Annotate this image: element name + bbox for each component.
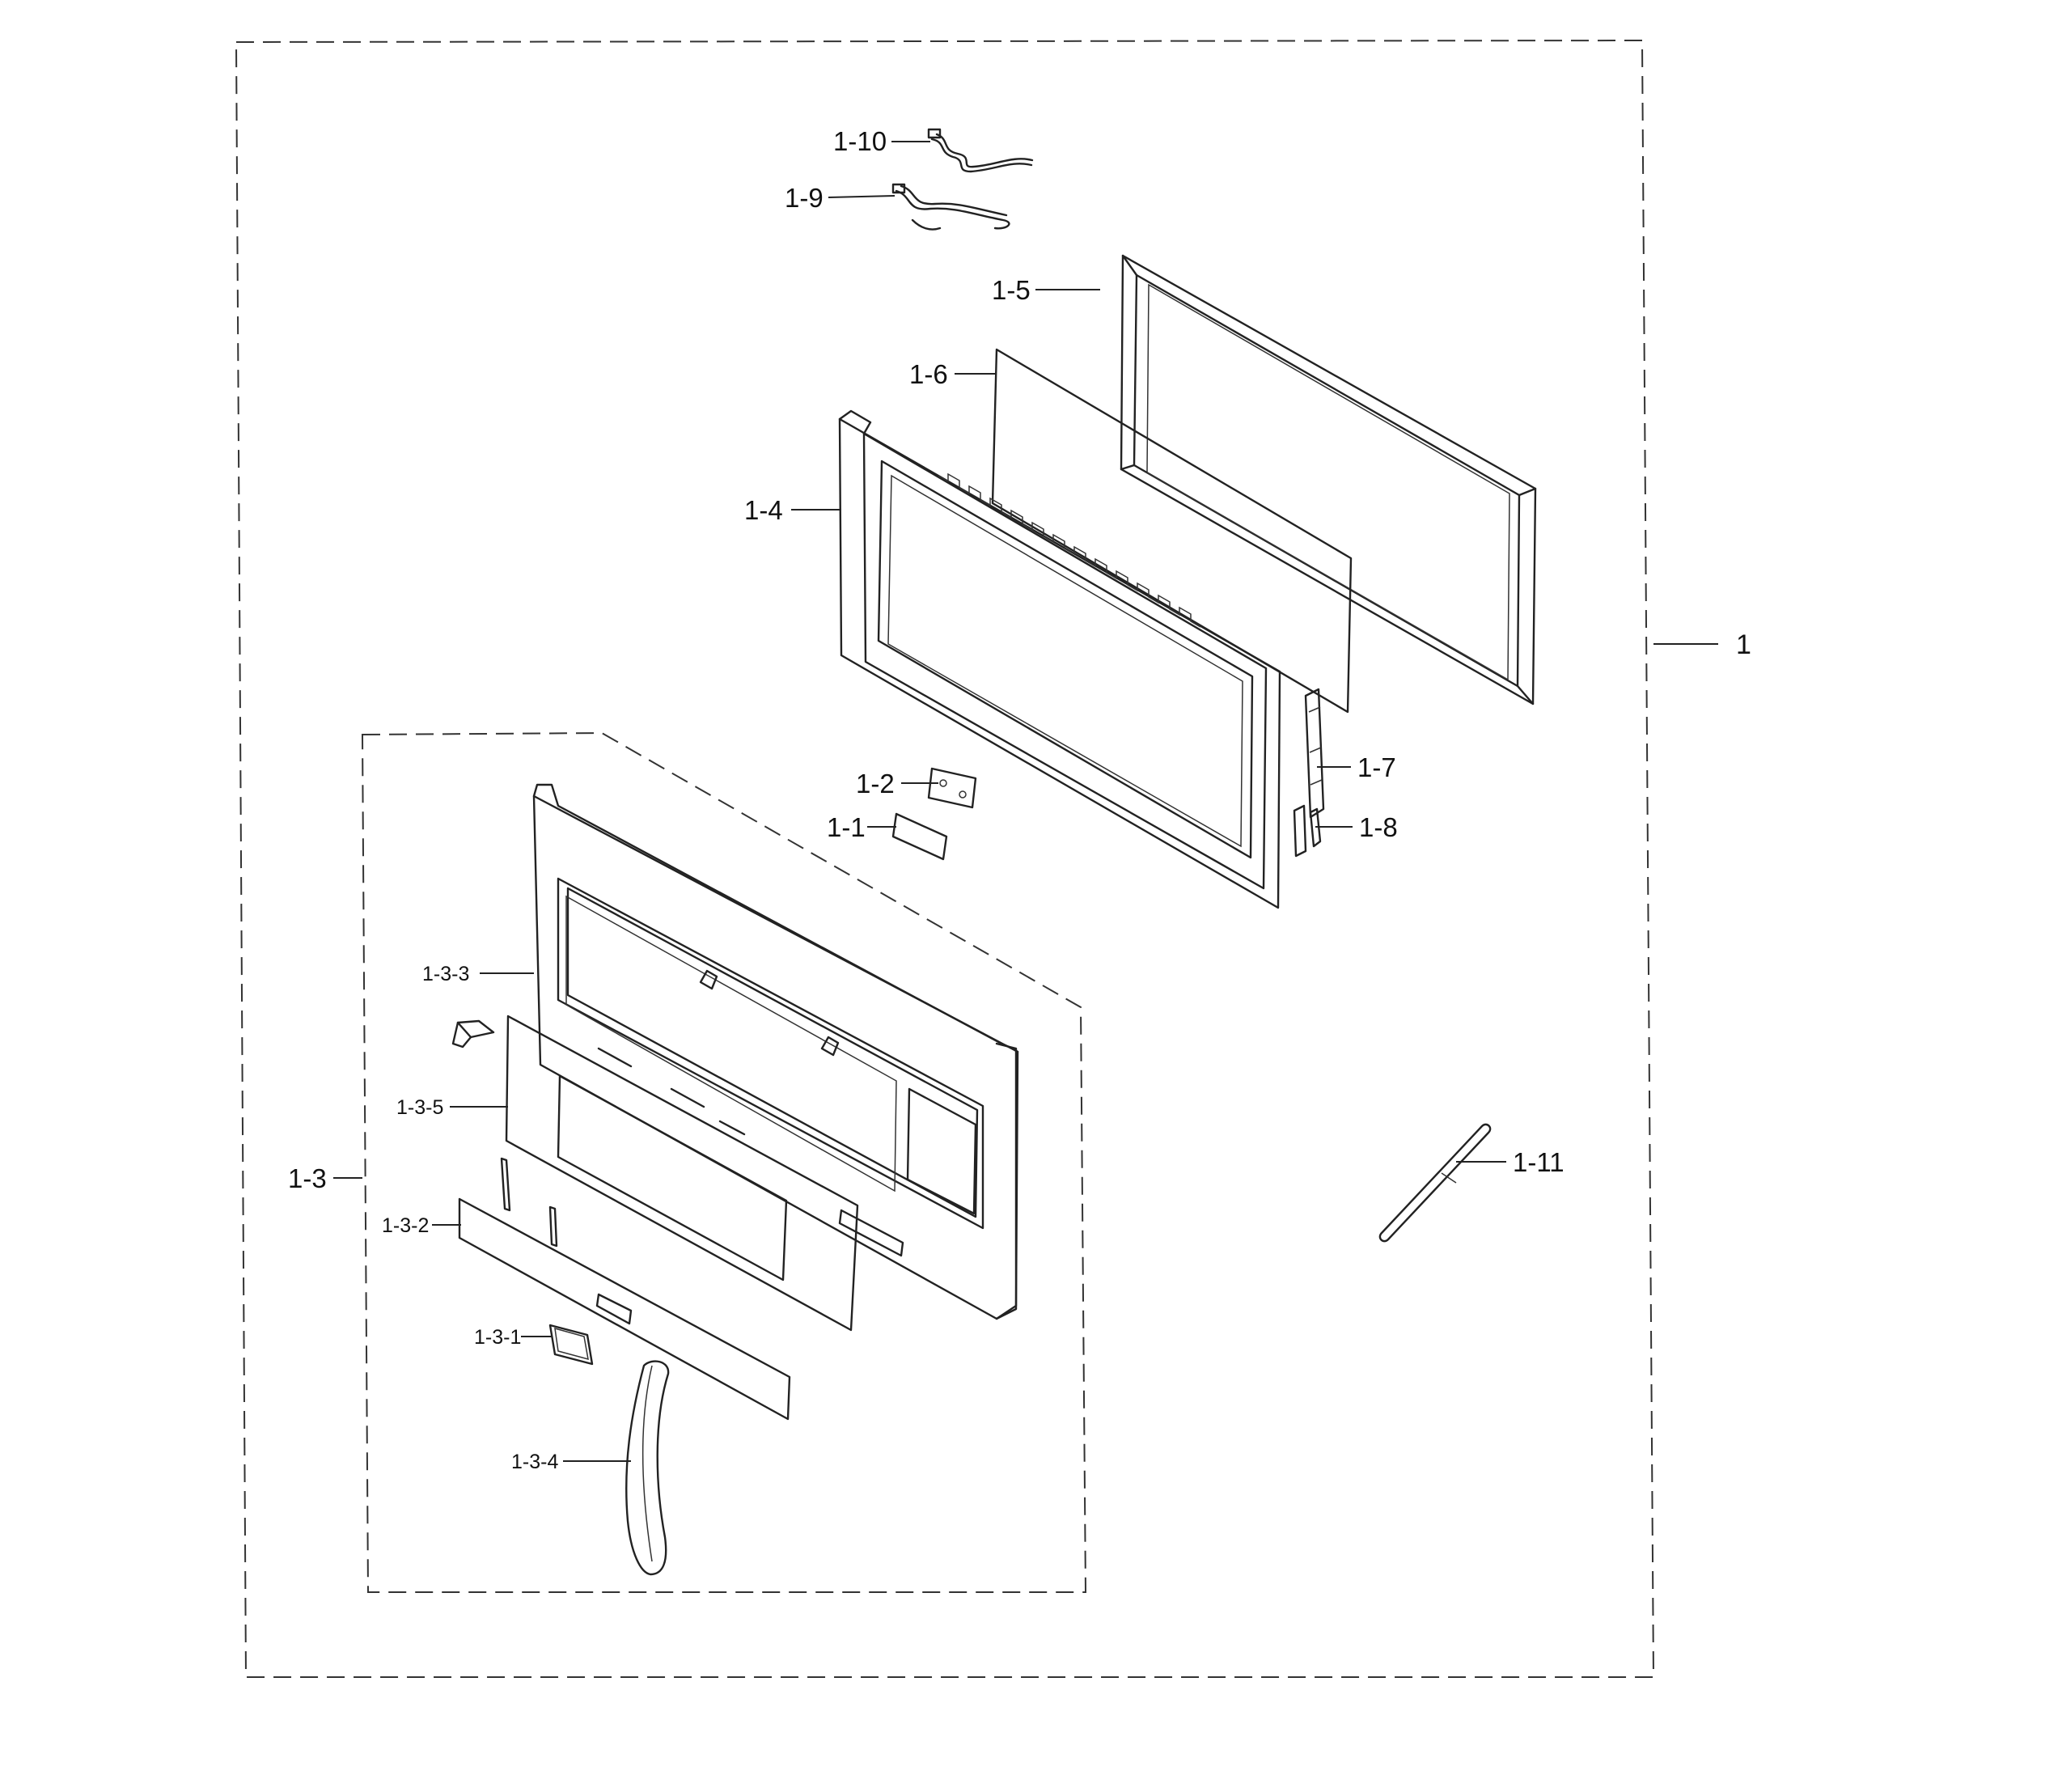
label-1-3-3: 1-3-3 (422, 963, 469, 985)
part-1-5-frame (1120, 254, 1537, 705)
assembly-boundary (235, 39, 1655, 1678)
label-1-6: 1-6 (909, 359, 948, 389)
label-1-1: 1-1 (827, 812, 866, 842)
part-1-11-rod (1378, 1123, 1492, 1243)
label-1-8: 1-8 (1359, 812, 1398, 842)
label-1: 1 (1736, 629, 1751, 660)
label-1-9: 1-9 (785, 183, 824, 213)
label-1-3: 1-3 (288, 1163, 327, 1193)
part-1-9-harness (891, 183, 1010, 231)
label-1-3-4: 1-3-4 (511, 1451, 558, 1473)
part-1-2-board (927, 767, 977, 809)
part-1-6-glass (991, 348, 1353, 714)
part-1-4-frame (838, 409, 1281, 909)
part-1-1-module (891, 812, 948, 861)
label-1-11: 1-11 (1513, 1147, 1564, 1177)
label-1-5: 1-5 (992, 275, 1031, 305)
subassembly-1-3-boundary (361, 731, 1087, 1593)
part-1-3-2-sheet (458, 1157, 791, 1421)
label-1-4: 1-4 (744, 495, 783, 525)
label-1-3-2: 1-3-2 (382, 1214, 429, 1237)
part-1-3-3-panel (532, 783, 1019, 1320)
part-1-3-5-overlay (505, 1015, 904, 1332)
part-1-8-hinge (1293, 804, 1322, 858)
label-1-3-5: 1-3-5 (396, 1096, 443, 1119)
label-1-7: 1-7 (1357, 752, 1396, 782)
part-bracket (451, 1019, 495, 1049)
label-1-3-1: 1-3-1 (474, 1326, 521, 1349)
leader-lines (333, 141, 1718, 1462)
part-1-3-1-label (548, 1324, 594, 1366)
part-1-3-4-handle (625, 1360, 670, 1576)
part-1-7-latch (1304, 688, 1325, 819)
label-1-10: 1-10 (833, 126, 887, 156)
label-1-2: 1-2 (856, 769, 895, 799)
part-1-10-harness (927, 128, 1034, 173)
